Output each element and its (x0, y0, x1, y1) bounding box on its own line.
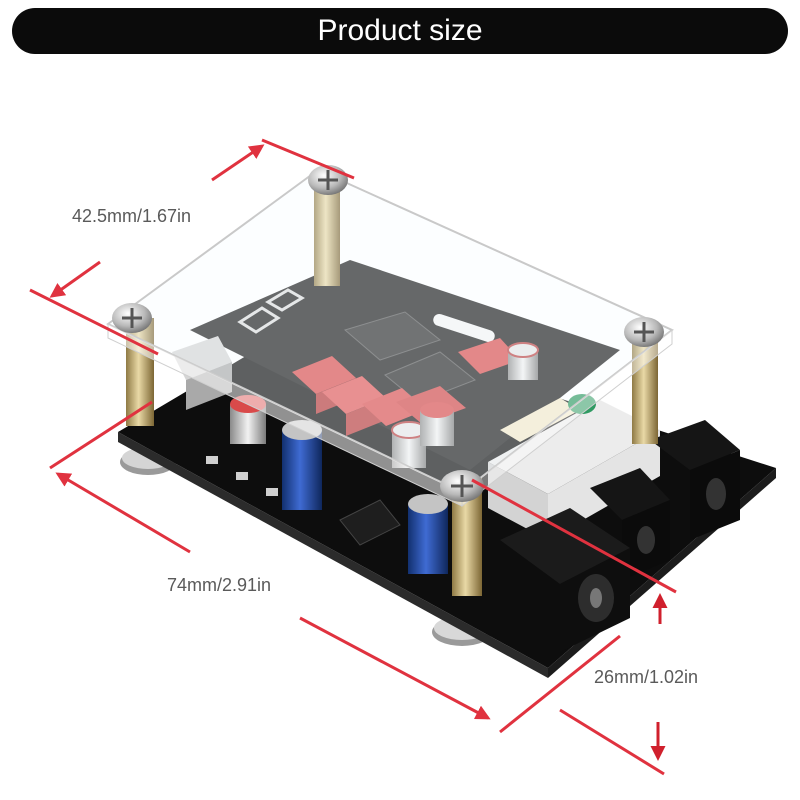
length-label: 74mm/2.91in (167, 575, 272, 595)
depth-dimension (29, 138, 355, 356)
page-title: Product size (317, 14, 483, 47)
title-bar: Product size (12, 8, 788, 54)
length-dimension (49, 400, 621, 734)
mounting-screws (112, 165, 664, 502)
height-dimension (471, 478, 677, 776)
ic-chips (339, 311, 476, 546)
acrylic-cover (106, 168, 674, 508)
height-label: 26mm/1.02in (594, 667, 699, 687)
audio-jacks (590, 420, 740, 580)
dc-power-jack (500, 508, 630, 652)
depth-label: 42.5mm/1.67in (72, 206, 192, 226)
